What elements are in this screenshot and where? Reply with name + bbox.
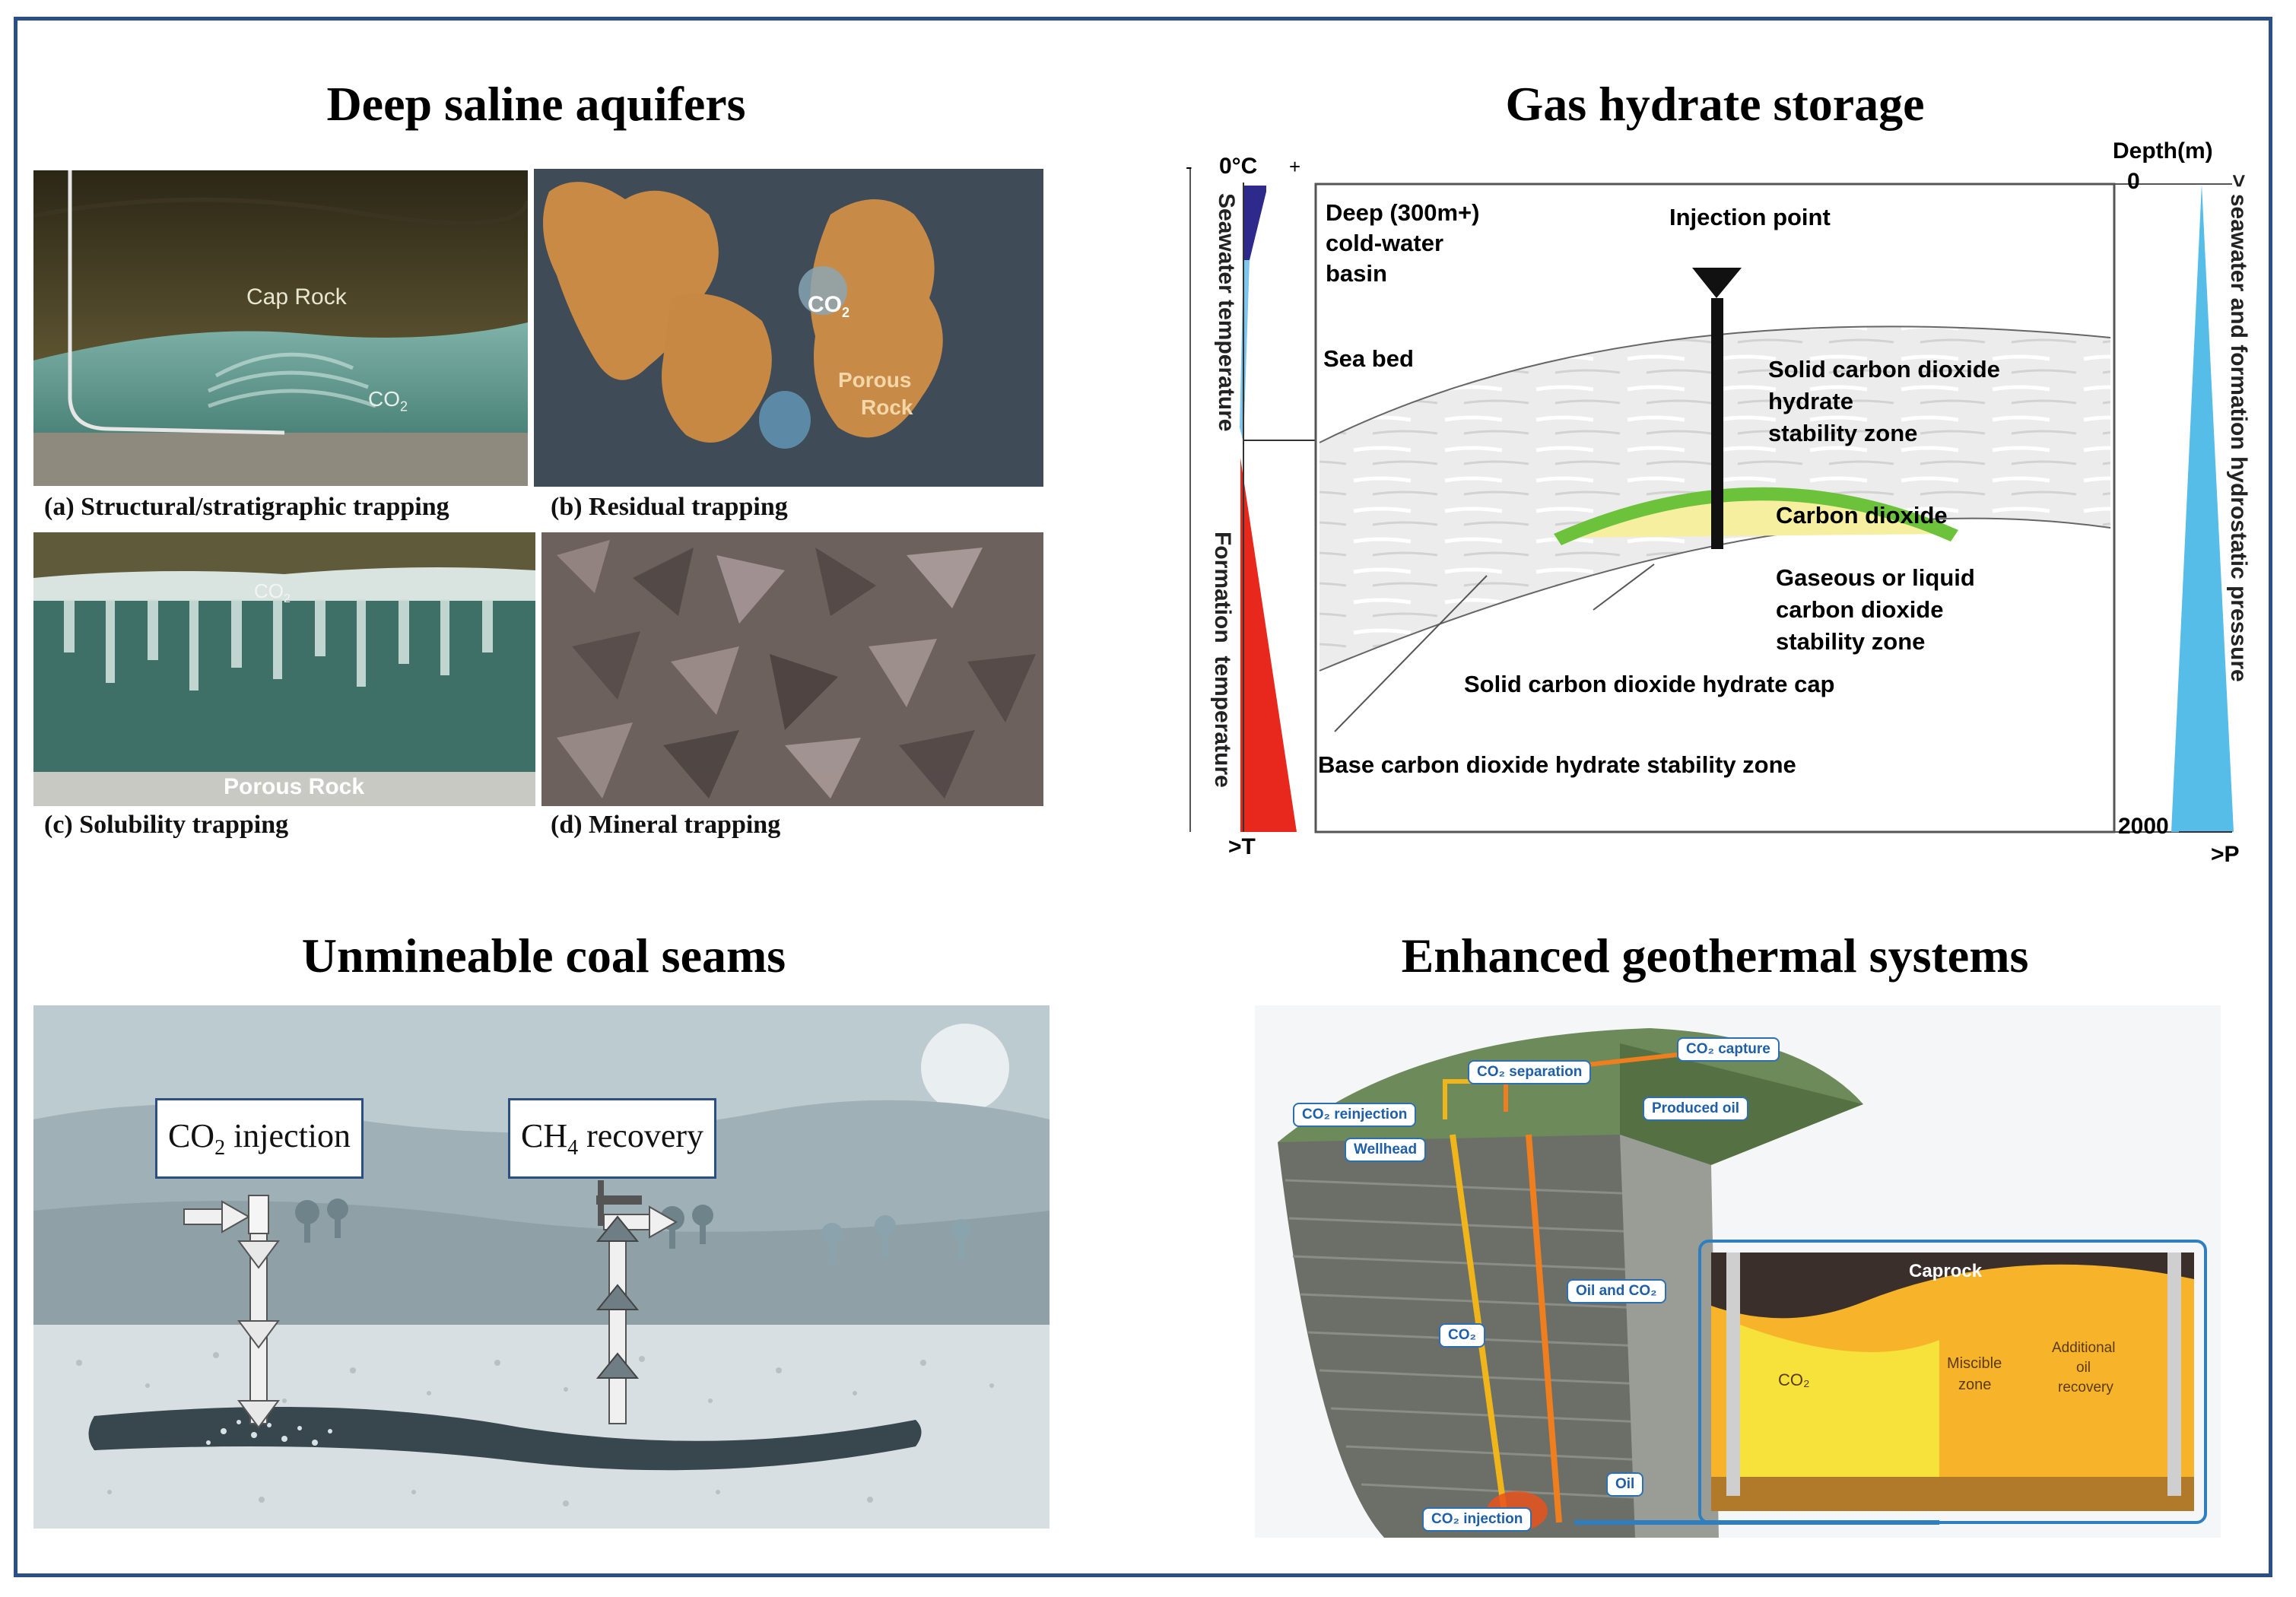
gt-t-label: >T [1228,834,1256,859]
gt-p-label: >P [2211,842,2240,867]
formation-temperature-label: Formation temperature [1210,532,1235,788]
caption-b: (b) Residual trapping [551,493,788,521]
co2-injection-tag: CO₂ injection [1422,1507,1532,1532]
gaseous-label-2: carbon dioxide [1776,596,1944,623]
porous-rock-label-c: Porous Rock [224,774,365,799]
ch4-recovery-box: CH4 recovery [508,1098,716,1179]
porous-rock-label-b-1: Porous [838,368,912,392]
sea-bed-label: Sea bed [1323,345,1414,372]
mineral-trapping-image [541,532,1043,806]
geothermal-diagram: CO₂ capture CO₂ separation CO₂ reinjecti… [1255,1005,2221,1538]
residual-trapping-image: CO2 Porous Rock [534,169,1043,487]
additional-oil-label-1: Additional [2052,1340,2116,1356]
basin-label-1: Deep (300m+) [1326,199,1480,226]
co2-label-c: CO2 [254,579,291,606]
coal-seam-diagram: CO2 injection CH4 recovery [33,1005,1050,1529]
porous-rock-label-b-2: Rock [861,395,913,419]
carbon-dioxide-label: Carbon dioxide [1776,502,1948,529]
additional-oil-label-3: recovery [2058,1380,2113,1395]
co2-tag: CO₂ [1439,1323,1485,1348]
minus-label: - [1186,155,1192,178]
basin-label-2: cold-water [1326,230,1444,256]
solubility-trapping-image: CO2 Porous Rock [33,532,535,806]
co2-injection-box: CO2 injection [155,1098,364,1179]
hydrate-cap-label: Solid carbon dioxide hydrate cap [1464,671,1835,697]
co2-label-b: CO2 [808,292,850,320]
pressure-axis-label: > seawater and formation hydrostatic pre… [2226,174,2251,682]
geothermal-title: Enhanced geothermal systems [1401,929,2029,983]
deep-saline-title: Deep saline aquifers [326,77,746,131]
co2-capture-tag: CO₂ capture [1677,1037,1780,1062]
depth-label: Depth(m) [2113,138,2213,164]
hydrate-zone-label-2: hydrate [1768,388,1853,414]
oil-and-co2-tag: Oil and CO₂ [1567,1279,1666,1303]
oil-tag: Oil [1606,1472,1644,1497]
structural-trapping-image: Cap Rock CO2 [33,170,528,486]
caption-c: (c) Solubility trapping [44,811,289,839]
caption-d: (d) Mineral trapping [551,811,781,839]
depth-bottom-label: 2000 [2118,814,2169,839]
caption-a: (a) Structural/stratigraphic trapping [44,493,449,521]
gas-hydrate-diagram: 0°C - + Seawater temperature Formation t… [1167,138,2251,868]
co2-reinjection-tag: CO₂ reinjection [1293,1103,1417,1127]
miscible-zone-label-2: zone [1958,1376,1992,1393]
seawater-temperature-label: Seawater temperature [1214,193,1239,432]
inset-co2-label: CO₂ [1778,1370,1810,1389]
caprock-label: Caprock [1909,1261,1983,1281]
zero-c-label: 0°C [1219,154,1258,179]
produced-oil-tag: Produced oil [1643,1097,1749,1121]
injection-point-label: Injection point [1669,204,1831,230]
hydrate-zone-label-3: stability zone [1768,420,1918,446]
base-zone-label: Base carbon dioxide hydrate stability zo… [1318,751,1796,778]
co2-label-a: CO2 [368,387,408,414]
wellhead-tag: Wellhead [1345,1138,1427,1162]
gas-hydrate-title: Gas hydrate storage [1505,77,1925,131]
basin-label-3: basin [1326,260,1387,287]
plus-label: + [1289,155,1301,178]
depth-top-label: 0 [2127,169,2140,194]
miscible-zone-label-1: Miscible [1947,1355,2002,1372]
gaseous-label-3: stability zone [1776,628,1926,655]
co2-separation-tag: CO₂ separation [1468,1060,1592,1084]
coal-seams-title: Unmineable coal seams [301,929,786,983]
hydrate-zone-label-1: Solid carbon dioxide [1768,356,2000,383]
gaseous-label-1: Gaseous or liquid [1776,564,1975,591]
cap-rock-label: Cap Rock [246,284,347,310]
additional-oil-label-2: oil [2076,1360,2091,1376]
